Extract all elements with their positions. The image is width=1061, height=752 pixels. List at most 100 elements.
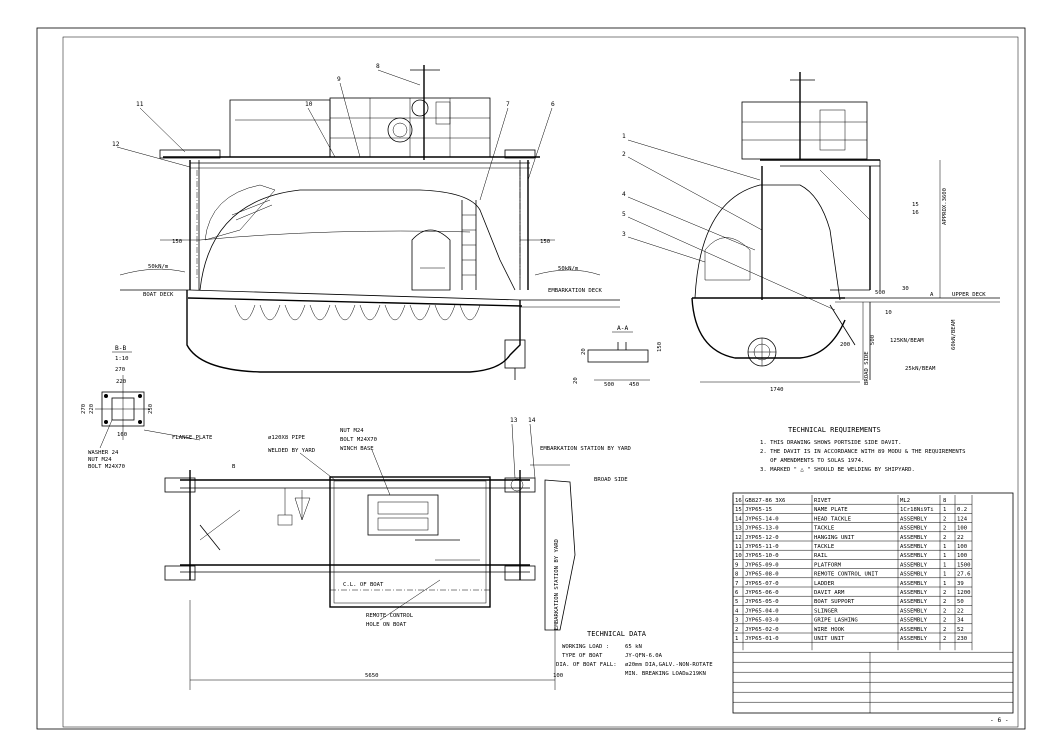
plan-nut: NUT M24 [340,428,364,434]
plan-label-b: B [232,464,236,470]
front-view: 1 2 4 5 3 15 16 APPROX.3600 UPPER DECK 5… [622,72,1000,393]
parts-cell: ASSEMBLY [900,590,928,596]
parts-cell: 1 [735,636,738,642]
parts-cell: 3 [735,618,738,624]
outer-frame [36,27,1026,730]
parts-cell: ASSEMBLY [900,572,928,578]
parts-cell: JYP65-05-0 [745,599,779,605]
front-ref-16: 16 [912,210,919,216]
parts-cell: 11 [735,544,742,550]
aa-d20: 20 [581,348,587,355]
parts-cell: 4 [735,608,739,614]
parts-cell: 2 [943,618,946,624]
parts-cell: 2 [943,590,946,596]
parts-cell: 1 [943,553,946,559]
callout-8: 8 [376,63,380,70]
load-125: 125KN/BEAM [890,338,924,344]
req-title: TECHNICAL REQUIREMENTS [788,426,881,434]
parts-cell: ASSEMBLY [900,599,928,605]
parts-cell: 124 [957,516,968,522]
front-ref-15: 15 [912,202,919,208]
parts-cell: 2 [943,599,946,605]
parts-cell: NAME PLATE [814,507,848,513]
load-25: 25kN/BEAM [905,366,936,372]
parts-cell: RAIL [814,553,828,559]
upper-deck-label: UPPER DECK [952,292,986,298]
parts-cell: 1 [943,572,946,578]
plan-remote-1: REMOTE CONTROL [366,613,414,619]
parts-cell: LADDER [814,581,835,587]
front-dim-500b: 500 [870,335,876,345]
plan-dim-100: 100 [553,673,563,679]
dim-150-right: 150 [540,239,550,245]
parts-cell: HANGING UNIT [814,535,855,541]
parts-cell: REMOTE CONTROL UNIT [814,572,879,578]
approx-label: APPROX.3600 [942,188,948,225]
parts-cell: 1500 [957,562,970,568]
parts-cell: ASSEMBLY [900,553,928,559]
parts-cell: 1Cr18Ni9Ti [900,507,934,513]
angle-10: 10 [885,310,892,316]
parts-cell: JYP65-06-0 [745,590,779,596]
parts-cell: 2 [735,627,738,633]
parts-cell: 15 [735,507,742,513]
parts-cell: 2 [943,627,946,633]
tech-k-2: DIA. OF BOAT FALL: [556,662,617,668]
parts-cell: UNIT UNIT [814,636,845,642]
plan-emb-station-vert: EMBARKATION STATION BY YARD [554,538,560,630]
tech-k-1: TYPE OF BOAT [562,653,603,659]
load-60: 60kN/BEAM [951,319,957,350]
parts-cell: WIRE HOOK [814,627,845,633]
parts-cell: JYP65-08-0 [745,572,779,578]
parts-cell: 34 [957,618,964,624]
plan-view: ø120X8 PIPE WELDED BY YARD NUT M24 BOLT … [164,417,632,690]
parts-cell: JYP65-10-0 [745,553,779,559]
parts-cell: ASSEMBLY [900,526,928,532]
plan-callout-14: 14 [528,417,536,424]
parts-cell: 10 [735,553,742,559]
parts-cell: 7 [735,581,738,587]
plan-cl-boat: C.L. OF BOAT [343,582,384,588]
tech-v-2: ø20mm DIA,GALV.-NON-ROTATE [625,662,713,668]
callout-9: 9 [337,76,341,83]
front-callout-2: 2 [622,151,626,158]
bb-d270: 270 [115,367,125,373]
plan-callout-13: 13 [510,417,518,424]
front-dim-500: 500 [875,290,885,296]
bb-d220: 220 [116,379,126,385]
parts-cell: ASSEMBLY [900,618,928,624]
bb-bolt: BOLT M24X70 [88,464,125,470]
parts-cell: 50 [957,599,964,605]
aa-d20b: 20 [573,377,579,384]
parts-cell: GRIPE LASHING [814,618,858,624]
parts-cell: 2 [943,535,946,541]
parts-cell: 2 [943,608,946,614]
load-left: 50kN/m [148,264,169,270]
parts-cell: 27.6 [957,572,970,578]
tech-v-1: JY-QFN-6.0A [625,653,663,659]
parts-cell: ASSEMBLY [900,544,928,550]
parts-cell: 22 [957,608,964,614]
parts-cell: SLINGER [814,608,838,614]
aa-d150: 150 [657,342,663,352]
parts-cell: 5 [735,599,738,605]
parts-cell: 8 [943,498,947,504]
parts-cell: 16 [735,498,742,504]
parts-cell: 100 [957,553,967,559]
parts-cell: ASSEMBLY [900,608,928,614]
broad-side-label: BROAD SIDE [864,351,870,385]
parts-cell: 6 [735,590,738,596]
side-view: 11 12 10 9 8 7 6 150 150 50kN/m 50kN/m B… [112,63,620,380]
parts-cell: JYP65-07-0 [745,581,779,587]
parts-cell: 1200 [957,590,970,596]
parts-cell: 22 [957,535,964,541]
callout-10: 10 [305,101,313,108]
bb-washer: WASHER 24 [88,450,119,456]
parts-cell: GB827-86 3X6 [745,498,785,504]
parts-cell: ASSEMBLY [900,627,928,633]
parts-cell: JYP65-02-0 [745,627,779,633]
dim-150-left: 150 [172,239,182,245]
parts-cell: 2 [943,526,946,532]
parts-cell: JYP65-12-0 [745,535,779,541]
plan-winch-base: WINCH BASE [340,446,374,452]
